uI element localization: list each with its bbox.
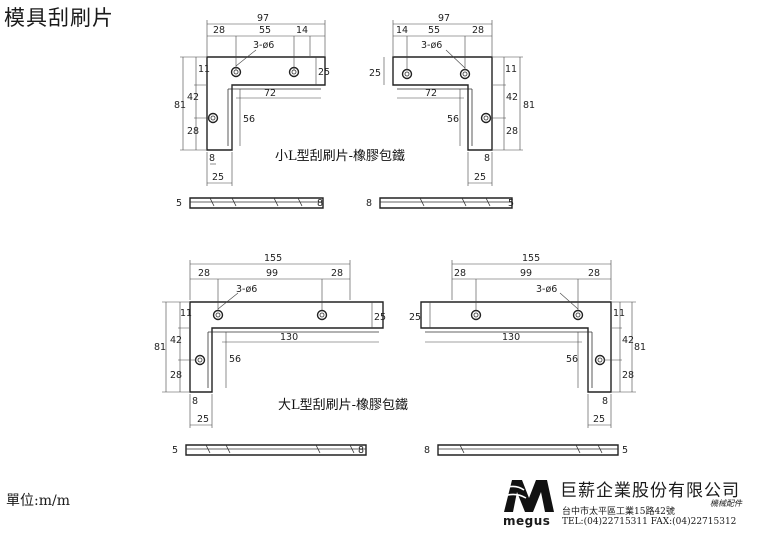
large-thickness: 5 — [172, 445, 178, 456]
large-r-seg-mid: 99 — [520, 268, 532, 279]
small-r-thickness: 5 — [508, 198, 514, 209]
large-r-hole-offset: 11 — [613, 308, 625, 319]
small-r-inner-length: 72 — [425, 88, 437, 99]
large-seg-mid: 99 — [266, 268, 278, 279]
small-overall-width: 97 — [257, 13, 269, 24]
large-leg-length: 56 — [229, 354, 241, 365]
small-r-arm-height: 25 — [369, 68, 381, 79]
mount-hole-icon — [459, 68, 471, 80]
small-leg-length: 56 — [243, 114, 255, 125]
company-name: 巨薪企業股份有限公司 — [560, 481, 740, 501]
large-lower-height: 28 — [170, 370, 182, 381]
large-r-total-height: 81 — [634, 342, 646, 353]
large-overall-width: 155 — [264, 253, 282, 264]
large-r-side-height: 8 — [424, 445, 430, 456]
small-r-side-width: 8 — [484, 153, 490, 164]
small-side-width: 8 — [209, 153, 215, 164]
company-address: 台中市太平區工業15路42號 — [562, 507, 675, 517]
small-leg-width: 25 — [212, 172, 224, 183]
small-inner-height: 42 — [187, 92, 199, 103]
large-inner-length: 130 — [280, 332, 298, 343]
large-r-arm-height: 25 — [409, 312, 421, 323]
megus-logo-icon — [503, 480, 554, 512]
small-seg-mid: 55 — [259, 25, 271, 36]
large-part-label: 大L型刮刷片-橡膠包鐵 — [278, 397, 408, 413]
company-phone: TEL:(04)22715311 FAX:(04)22715312 — [562, 517, 737, 527]
small-part-label: 小L型刮刷片-橡膠包鐵 — [275, 148, 405, 164]
small-seg-left: 28 — [213, 25, 225, 36]
mount-hole-icon — [316, 309, 328, 321]
large-r-seg-end: 28 — [588, 268, 600, 279]
large-r-overall-width: 155 — [522, 253, 540, 264]
large-seg-end: 28 — [331, 268, 343, 279]
small-r-lower-height: 28 — [506, 126, 518, 137]
mount-hole-icon — [480, 112, 492, 124]
small-r-leg-width: 25 — [474, 172, 486, 183]
page-title: 模具刮刷片 — [4, 6, 114, 30]
large-r-leg-width: 25 — [593, 414, 605, 425]
large-r-seg-left: 28 — [454, 268, 466, 279]
mount-hole-icon — [401, 68, 413, 80]
large-total-height: 81 — [154, 342, 166, 353]
large-side-views: 5 8 8 5 — [172, 444, 628, 456]
small-r-seg-end: 14 — [396, 25, 408, 36]
small-r-holes-callout: 3-ø6 — [421, 40, 442, 51]
large-r-lower-height: 28 — [622, 370, 634, 381]
large-hole-offset: 11 — [180, 308, 192, 319]
small-thickness: 5 — [176, 198, 182, 209]
large-arm-height: 25 — [374, 312, 386, 323]
small-r-leg-length: 56 — [447, 114, 459, 125]
small-r-overall-width: 97 — [438, 13, 450, 24]
large-r-holes-callout: 3-ø6 — [536, 284, 557, 295]
small-inner-length: 72 — [264, 88, 276, 99]
large-seg-left: 28 — [198, 268, 210, 279]
small-r-seg-left: 28 — [472, 25, 484, 36]
small-arm-height: 25 — [318, 67, 330, 78]
large-side-width: 8 — [192, 396, 198, 407]
mount-hole-icon — [212, 309, 224, 321]
large-l-right: 155 28 99 28 3-ø6 11 25 81 42 28 130 56 … — [409, 253, 646, 428]
large-r-inner-height: 42 — [622, 335, 634, 346]
large-side-height: 8 — [358, 445, 364, 456]
small-total-height: 81 — [174, 100, 186, 111]
small-r-inner-height: 42 — [506, 92, 518, 103]
small-r-seg-mid: 55 — [428, 25, 440, 36]
mount-hole-icon — [470, 309, 482, 321]
large-r-side-width: 8 — [602, 396, 608, 407]
large-leg-width: 25 — [197, 414, 209, 425]
small-r-side-height: 8 — [366, 198, 372, 209]
company-tagline: 機械配件 — [710, 499, 742, 508]
small-seg-end: 14 — [296, 25, 308, 36]
small-holes-callout: 3-ø6 — [253, 40, 274, 51]
small-side-height: 8 — [317, 198, 323, 209]
large-r-leg-length: 56 — [566, 354, 578, 365]
large-r-thickness: 5 — [622, 445, 628, 456]
unit-note: 單位:m/m — [6, 493, 70, 509]
small-r-total-height: 81 — [523, 100, 535, 111]
small-side-views: 5 8 8 5 — [176, 197, 514, 209]
large-r-inner-length: 130 — [502, 332, 520, 343]
mount-hole-icon — [594, 354, 606, 366]
brand-name: megus — [503, 514, 551, 528]
large-holes-callout: 3-ø6 — [236, 284, 257, 295]
small-hole-offset: 11 — [198, 64, 210, 75]
small-l-left: 97 28 55 14 3-ø6 11 25 81 42 28 72 56 8 … — [174, 13, 330, 186]
large-l-left: 155 28 99 28 3-ø6 11 25 81 42 28 130 56 … — [154, 253, 386, 428]
company-logo-block: megus 巨薪企業股份有限公司 機械配件 台中市太平區工業15路42號 TEL… — [500, 476, 765, 534]
large-inner-height: 42 — [170, 335, 182, 346]
small-l-right: 97 14 55 28 3-ø6 11 25 81 42 28 72 56 8 … — [369, 13, 535, 186]
mount-hole-icon — [572, 309, 584, 321]
mount-hole-icon — [194, 354, 206, 366]
small-lower-height: 28 — [187, 126, 199, 137]
small-r-hole-offset: 11 — [505, 64, 517, 75]
